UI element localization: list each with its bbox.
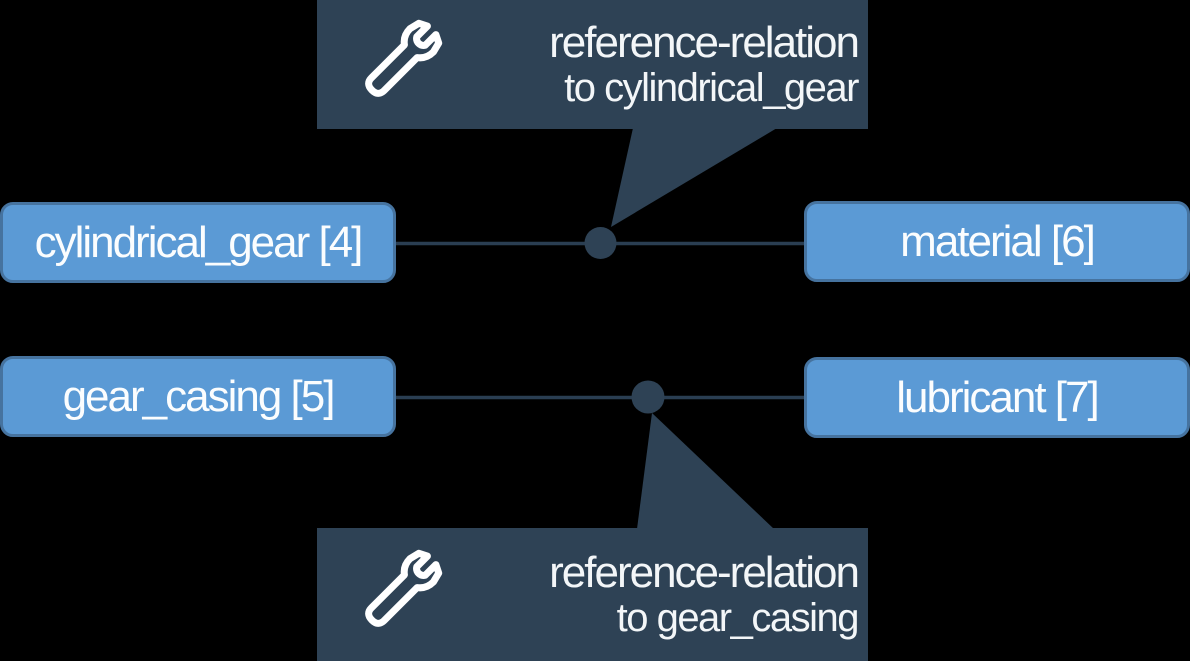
tooltip-title: reference-relation [549, 547, 860, 597]
tooltip-reference-relation-top: reference-relation to cylindrical_gear [317, 0, 868, 129]
tooltip-title: reference-relation [549, 17, 860, 67]
node-label: cylindrical_gear [4] [34, 217, 364, 267]
relation-dot-top[interactable] [584, 227, 617, 259]
node-label: gear_casing [5] [62, 371, 336, 421]
node-label: lubricant [7] [896, 372, 1099, 422]
node-label: material [6] [900, 216, 1096, 266]
node-cylindrical-gear[interactable]: cylindrical_gear [4] [0, 202, 396, 283]
relation-dot-bottom[interactable] [631, 380, 665, 414]
wrench-icon [365, 549, 443, 627]
tooltip-pointer-bottom [637, 413, 774, 529]
tooltip-reference-relation-bottom: reference-relation to gear_casing [317, 528, 868, 661]
tooltip-subtitle: to cylindrical_gear [564, 65, 859, 110]
node-gear-casing[interactable]: gear_casing [5] [0, 356, 396, 437]
tooltip-text: reference-relation to gear_casing [549, 547, 860, 640]
node-lubricant[interactable]: lubricant [7] [804, 357, 1190, 438]
wrench-icon [365, 19, 443, 97]
node-material[interactable]: material [6] [804, 201, 1190, 282]
tooltip-pointer-top [611, 128, 777, 227]
tooltip-subtitle: to gear_casing [616, 595, 860, 640]
tooltip-text: reference-relation to cylindrical_gear [549, 17, 860, 110]
